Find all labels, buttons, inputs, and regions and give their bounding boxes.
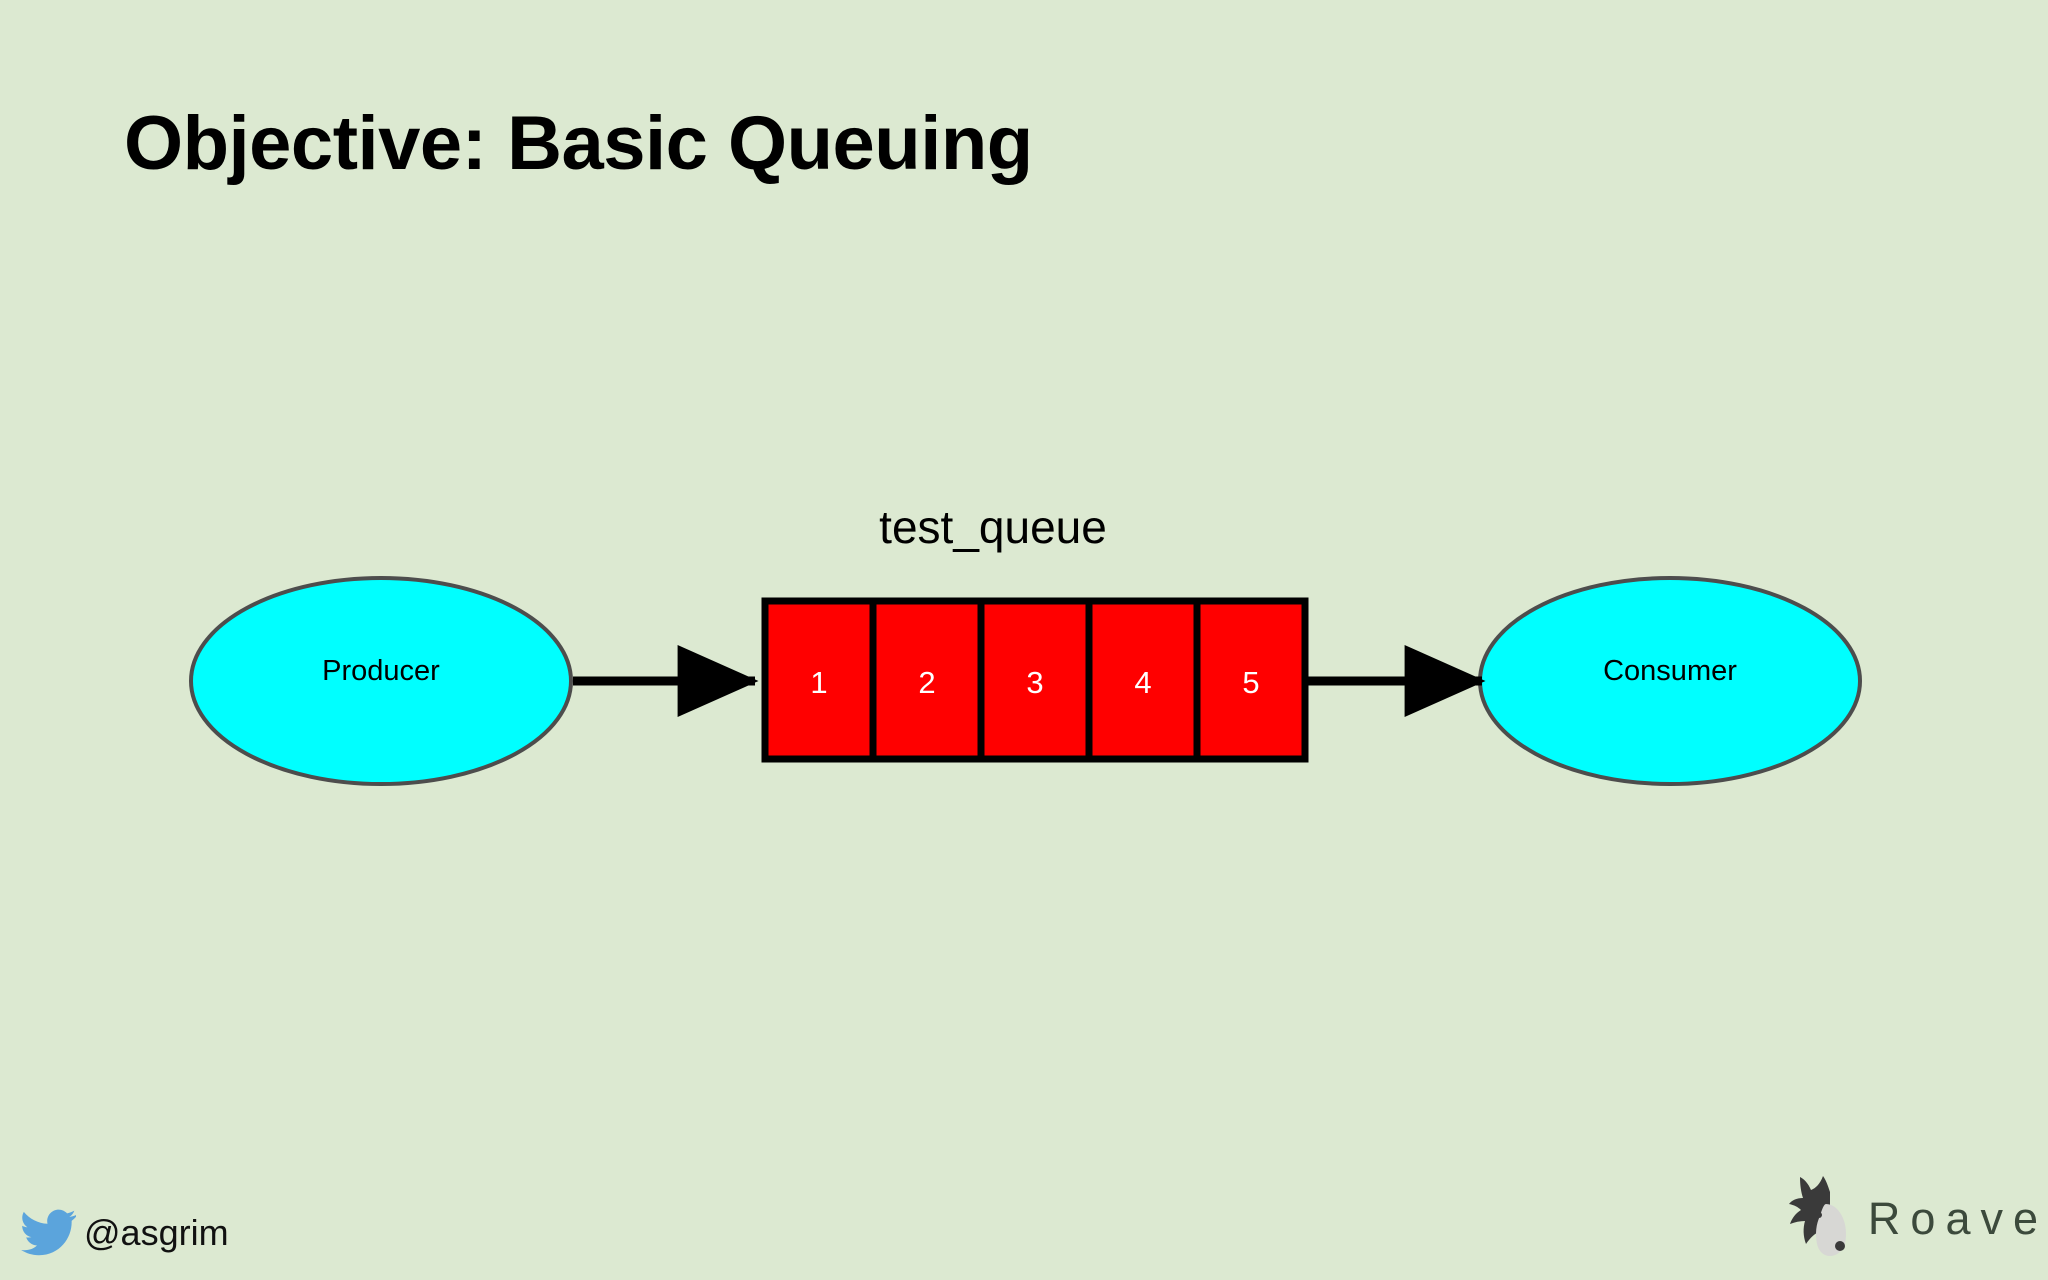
- twitter-bird-icon: [21, 1209, 76, 1256]
- queue-cell-5[interactable]: [1193, 597, 1309, 763]
- roave-brand-text: Roave: [1867, 1192, 2048, 1244]
- twitter-handle-text: @asgrim: [84, 1212, 229, 1253]
- page-title: Objective: Basic Queuing: [124, 101, 1033, 186]
- queue-cell-1[interactable]: [761, 597, 877, 763]
- consumer-node[interactable]: [1478, 576, 1862, 786]
- roave-brand-logo: Roave: [1786, 1174, 2048, 1262]
- queue-cell-4[interactable]: [1085, 597, 1201, 763]
- queue-cell-2[interactable]: [869, 597, 985, 763]
- queue-container: [761, 597, 1309, 763]
- twitter-handle-group[interactable]: @asgrim: [20, 1208, 229, 1258]
- roave-dog-head-icon: [1788, 1176, 1846, 1256]
- producer-node[interactable]: [189, 576, 573, 786]
- queue-cell-3[interactable]: [977, 597, 1093, 763]
